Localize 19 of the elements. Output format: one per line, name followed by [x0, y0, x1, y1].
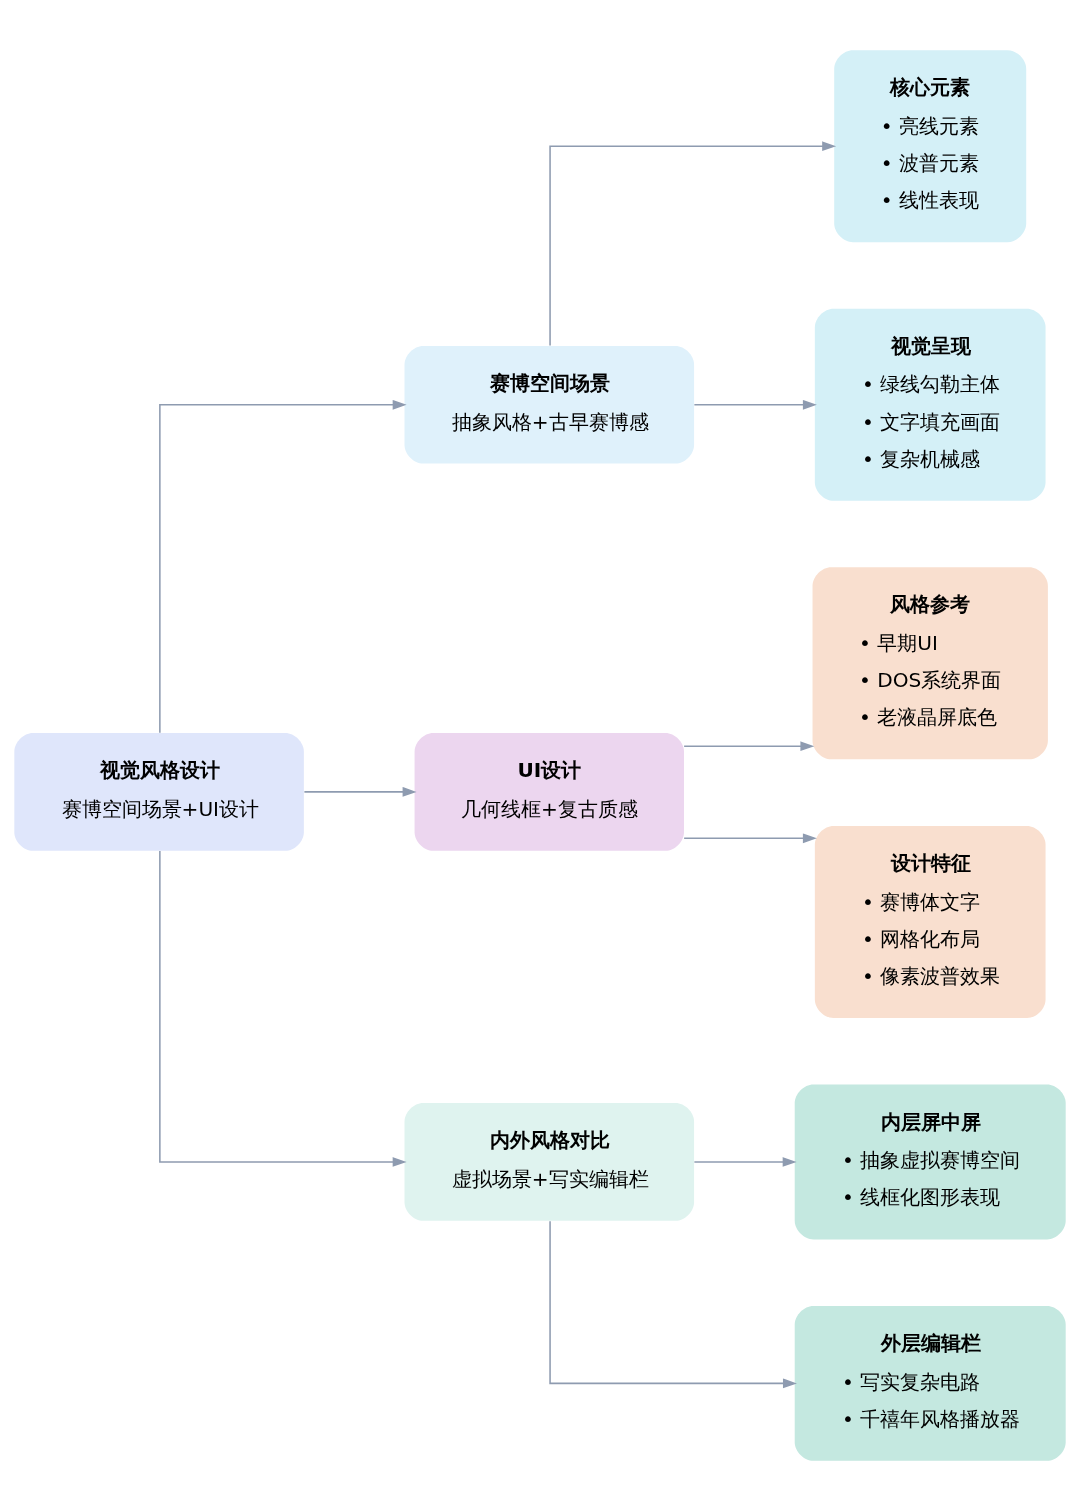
node-box: 设计特征 • 赛博体文字 • 网格化布局 • 像素波普效果 — [814, 825, 1046, 1018]
arrow — [693, 1157, 797, 1167]
node-box: 内外风格对比 虚拟场景+写实编辑栏 — [404, 1103, 695, 1221]
arrow — [159, 850, 407, 1167]
arrow — [693, 399, 817, 410]
node-box: 视觉风格设计 赛博空间场景+UI设计 — [14, 733, 304, 851]
node-box: 内层屏中屏 • 抽象虚拟赛博空间 • 线框化图形表现 — [794, 1084, 1066, 1240]
node-box: 外层编辑栏 • 写实复杂电路 • 千禧年风格播放器 — [794, 1305, 1066, 1461]
node-box: 风格参考 • 早期UI • DOS系统界面 • 老液晶屏底色 — [812, 567, 1048, 760]
node-box: UI设计 几何线框+复古质感 — [414, 733, 684, 851]
arrow — [303, 787, 417, 797]
arrow — [683, 741, 815, 752]
arrow — [683, 833, 817, 844]
node-box: 核心元素 • 亮线元素 • 波普元素 • 线性表现 — [834, 50, 1027, 243]
arrow — [549, 1220, 797, 1389]
node-box: 赛博空间场景 抽象风格+古早赛博感 — [404, 345, 695, 464]
arrow — [159, 399, 407, 734]
arrow — [549, 141, 837, 347]
node-box: 视觉呈现 • 绿线勾勒主体 • 文字填充画面 • 复杂机械感 — [814, 308, 1046, 501]
